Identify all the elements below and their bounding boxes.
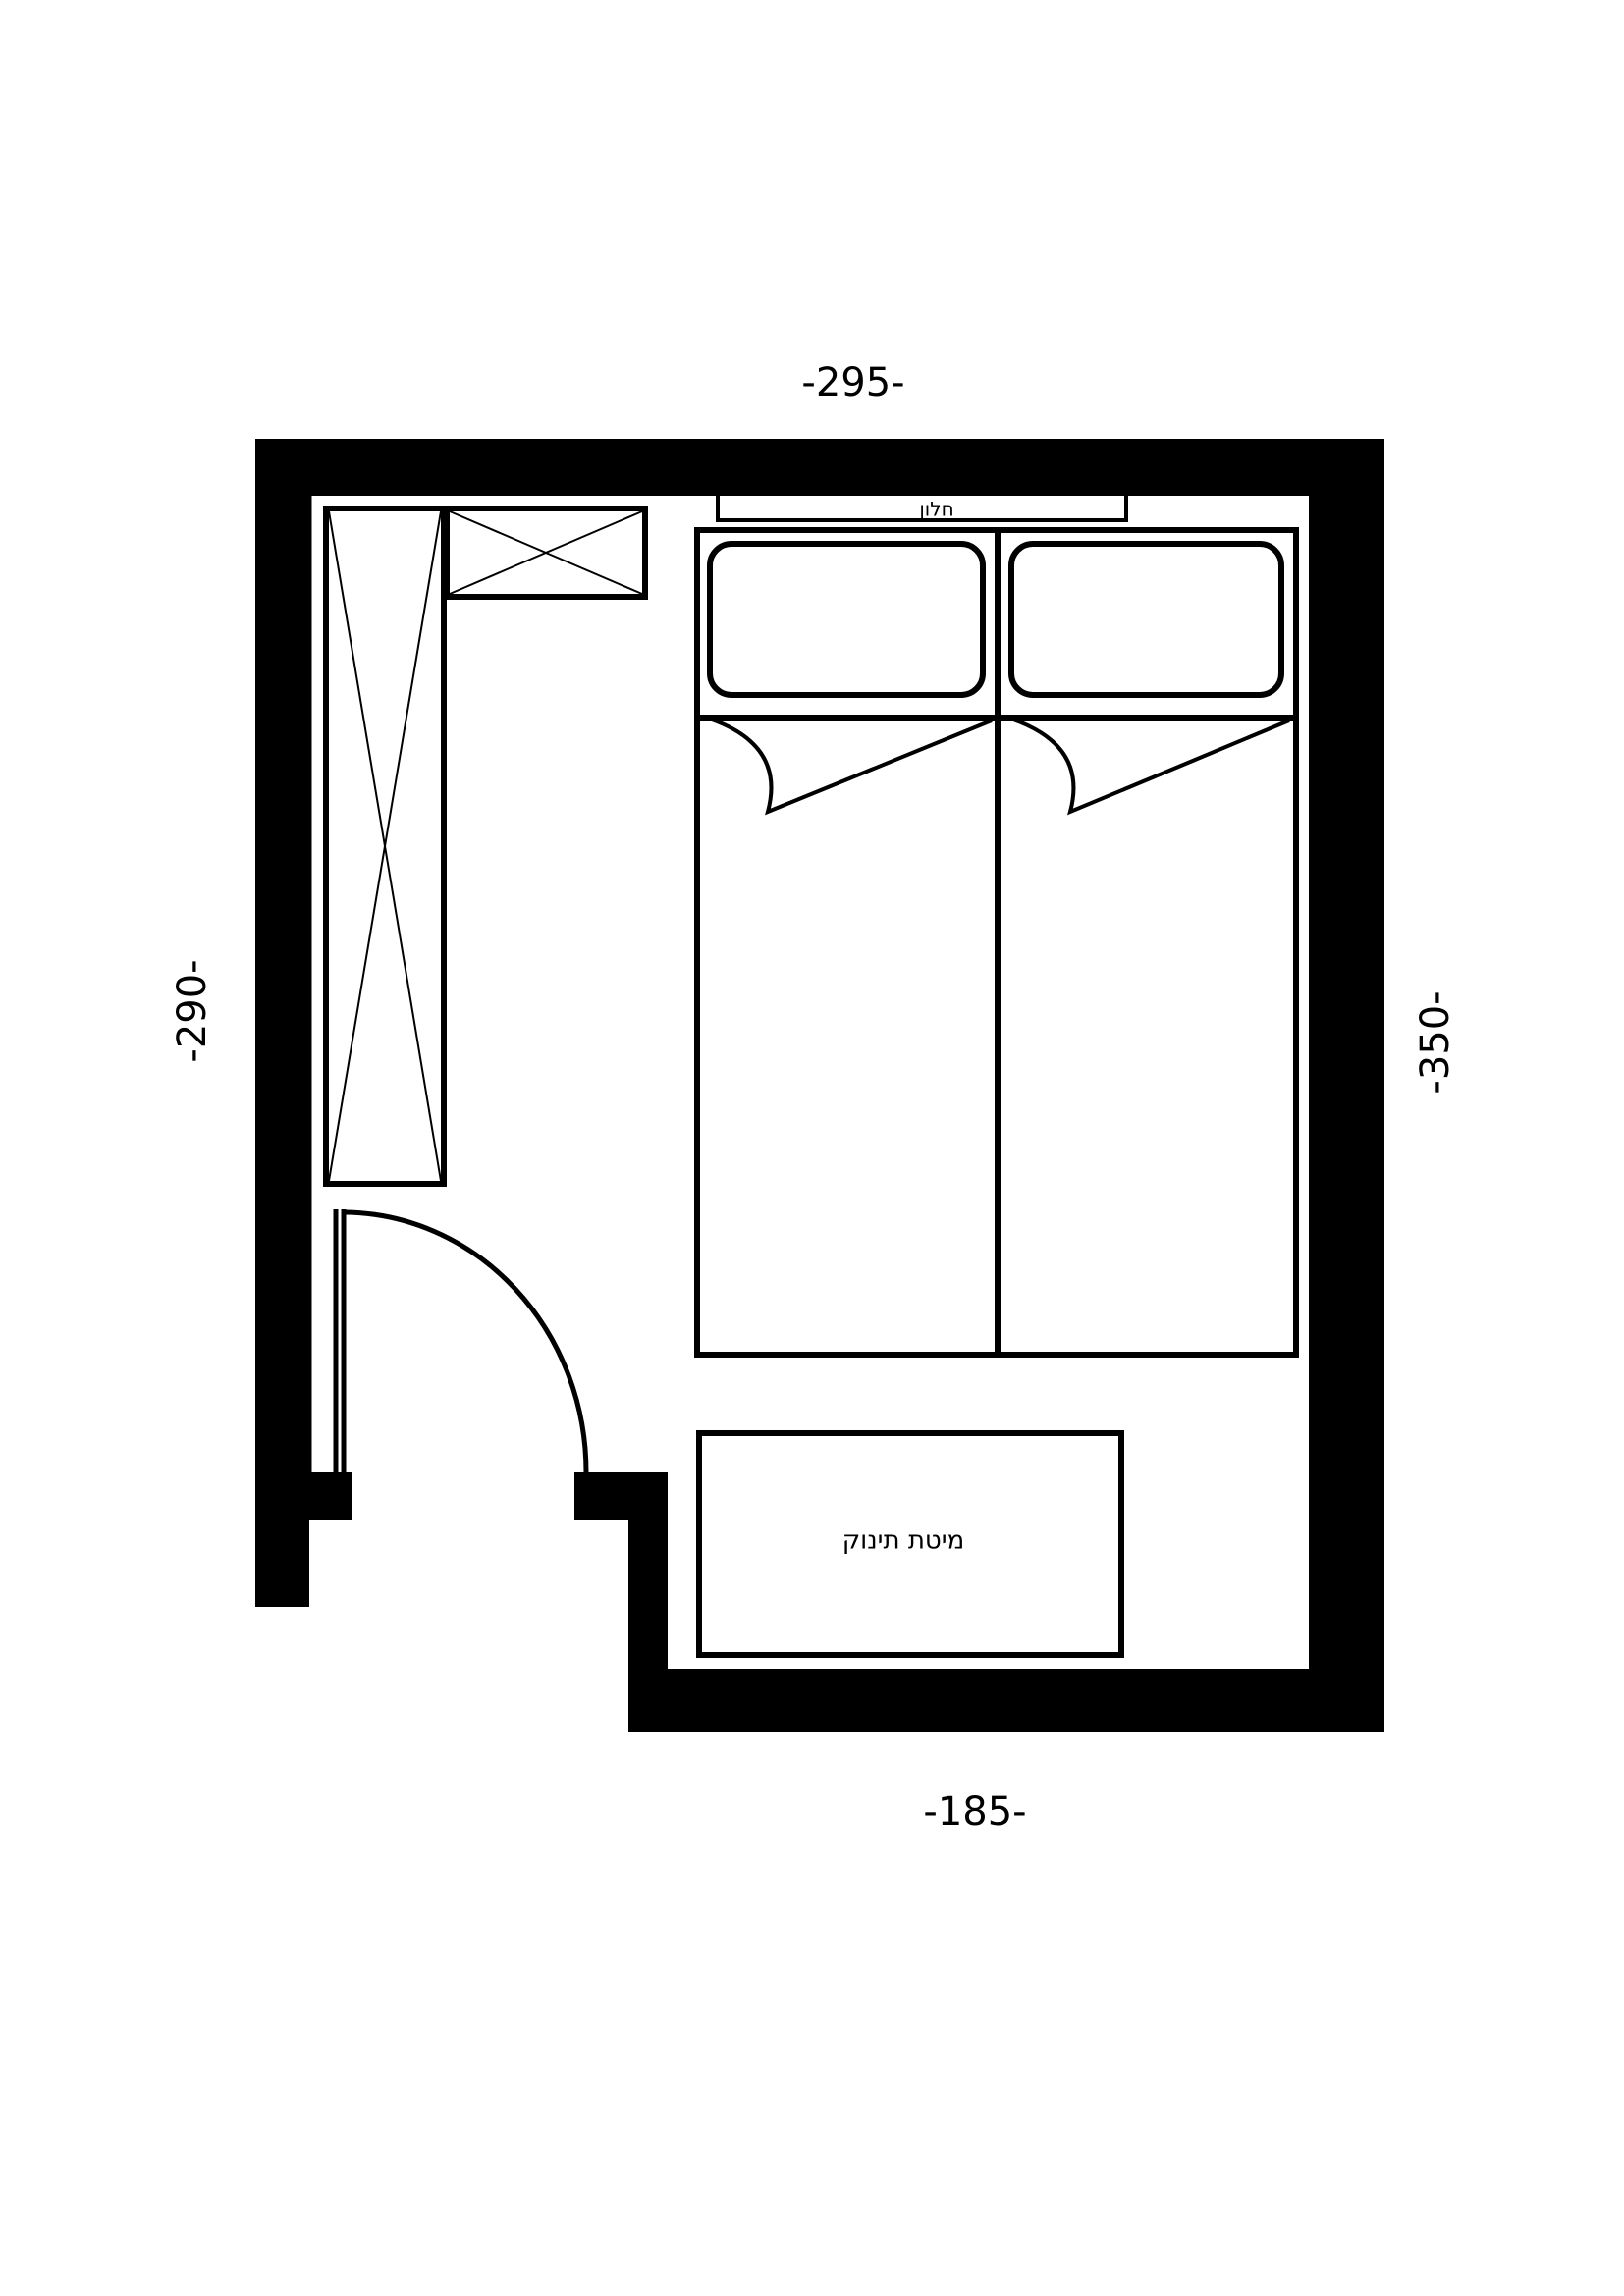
window-outline xyxy=(716,492,1128,522)
cabinet-outline xyxy=(444,506,648,600)
wall-bottom xyxy=(628,1669,1384,1732)
cabinet-cross-2 xyxy=(449,510,643,595)
wall-left xyxy=(255,439,309,1607)
wardrobe-outline xyxy=(323,506,447,1187)
blanket-fold-right xyxy=(1012,718,1290,816)
baby-bed-label: מיטת תינוק xyxy=(842,1526,965,1556)
wall-left-stub xyxy=(255,1472,309,1606)
dimension-right: -350- xyxy=(1413,990,1458,1094)
cabinet xyxy=(444,506,648,600)
dimensions: -295- -185- -290- -350- xyxy=(170,360,1458,1835)
baby-bed-outline xyxy=(696,1430,1124,1658)
dimension-top: -295- xyxy=(801,360,904,405)
wall-right xyxy=(1309,439,1384,1732)
door-jamb-left xyxy=(309,1472,352,1520)
baby-bed: מיטת תינוק xyxy=(696,1430,1124,1658)
window: חלון xyxy=(716,492,1128,522)
pillow-left xyxy=(707,541,986,698)
dimension-left: -290- xyxy=(170,959,215,1062)
blanket-fold-left xyxy=(711,718,993,816)
inner-wall-lines xyxy=(306,496,347,1472)
door xyxy=(343,1209,589,1473)
wall-top xyxy=(255,439,1384,496)
wardrobe xyxy=(323,506,447,1187)
door-swing-arc xyxy=(343,1209,589,1473)
pillow-right xyxy=(1008,541,1284,698)
wardrobe-cross-2 xyxy=(328,510,442,1182)
dimension-bottom: -185- xyxy=(923,1789,1026,1835)
window-label: חלון xyxy=(919,498,953,521)
double-bed xyxy=(694,527,1299,1358)
walls xyxy=(255,439,1384,1732)
